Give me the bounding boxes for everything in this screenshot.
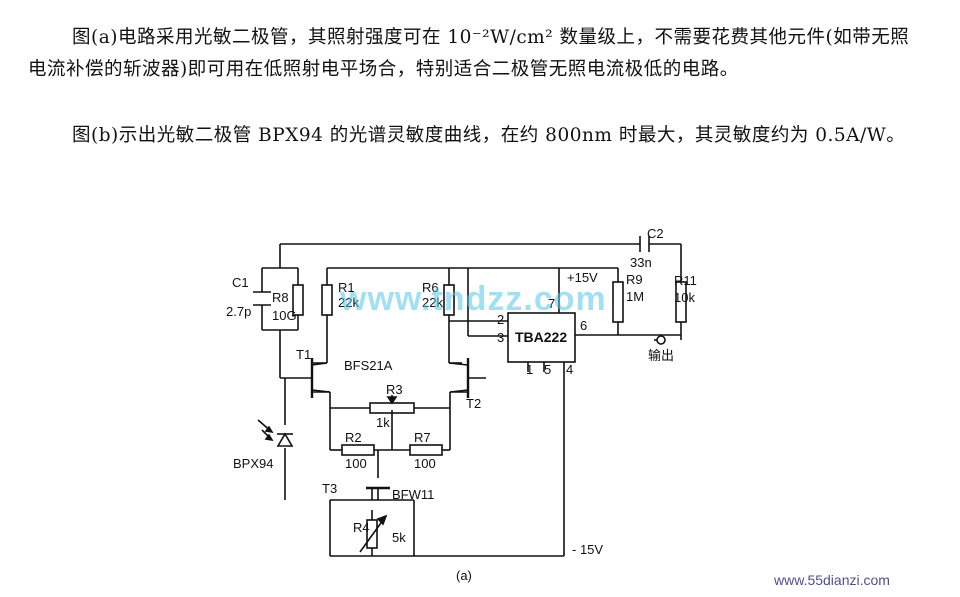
label-r8-value: 10G xyxy=(272,308,297,323)
capacitor-c1 xyxy=(253,291,271,306)
label-r6: R6 xyxy=(422,280,439,295)
pin-3: 3 xyxy=(497,330,504,345)
resistor-r11 xyxy=(675,281,687,323)
label-pair: BFS21A xyxy=(344,358,393,373)
label-r3-value: 1k xyxy=(376,415,390,430)
pin-2: 2 xyxy=(497,312,504,327)
label-r1: R1 xyxy=(338,280,355,295)
label-r8: R8 xyxy=(272,290,289,305)
label-t3-part: BFW11 xyxy=(392,487,434,502)
site-url: www.55dianzi.com xyxy=(774,572,890,588)
label-c1-value: 2.7p xyxy=(226,304,251,319)
transistor-t1 xyxy=(310,358,331,398)
pin-4: 4 xyxy=(566,362,573,377)
label-r11: R11 xyxy=(674,273,697,288)
label-r2-value: 100 xyxy=(345,456,367,471)
resistor-r1 xyxy=(321,284,333,316)
resistor-r9 xyxy=(612,281,624,323)
output-terminal xyxy=(656,335,666,345)
label-c1: C1 xyxy=(232,275,249,290)
label-t1: T1 xyxy=(296,347,311,362)
ic-tba222 xyxy=(507,312,576,363)
label-r9-value: 1M xyxy=(626,289,644,304)
paragraph-1: 图(a)电路采用光敏二极管，其照射强度可在 10⁻²W/cm² 数量级上，不需要… xyxy=(28,27,910,80)
label-bpx94: BPX94 xyxy=(233,456,273,471)
resistor-r8 xyxy=(292,284,304,316)
paragraph-2: 图(b)示出光敏二极管 BPX94 的光谱灵敏度曲线，在约 800nm 时最大，… xyxy=(72,125,906,146)
capacitor-c2 xyxy=(639,236,650,252)
pin-6: 6 xyxy=(580,318,587,333)
resistor-r7 xyxy=(409,444,443,456)
transistor-t2 xyxy=(448,358,486,398)
label-t3: T3 xyxy=(322,481,337,496)
figure-caption: (a) xyxy=(456,568,472,583)
transistor-t3 xyxy=(366,486,390,500)
label-r4-value: 5k xyxy=(392,530,406,545)
resistor-r6 xyxy=(443,284,455,316)
watermark: www.tndzz.com xyxy=(339,280,607,318)
wires xyxy=(261,243,682,557)
label-c2-value: 33n xyxy=(630,255,652,270)
label-r7: R7 xyxy=(414,430,431,445)
pin-7: 7 xyxy=(548,296,555,311)
label-r11-value: 10k xyxy=(674,290,695,305)
label-r1-value: 22k xyxy=(338,295,359,310)
variable-resistor-r4 xyxy=(359,514,388,553)
pin-1: 1 xyxy=(526,362,533,377)
potentiometer-r3 xyxy=(369,395,415,414)
pin-5: 5 xyxy=(544,362,551,377)
label-r9: R9 xyxy=(626,272,643,287)
label-r6-value: 22k xyxy=(422,295,443,310)
ic-label: TBA222 xyxy=(515,329,567,345)
label-r7-value: 100 xyxy=(414,456,436,471)
label-supply-pos: +15V xyxy=(567,270,598,285)
label-supply-neg: - 15V xyxy=(572,542,603,557)
photodiode-bpx94 xyxy=(257,419,294,447)
label-output: 输出 xyxy=(648,348,674,363)
resistor-r2 xyxy=(341,444,375,456)
label-t2: T2 xyxy=(466,396,481,411)
label-r2: R2 xyxy=(345,430,362,445)
label-r4: R4 xyxy=(353,520,370,535)
label-r3: R3 xyxy=(386,382,403,397)
label-c2: C2 xyxy=(647,226,664,241)
